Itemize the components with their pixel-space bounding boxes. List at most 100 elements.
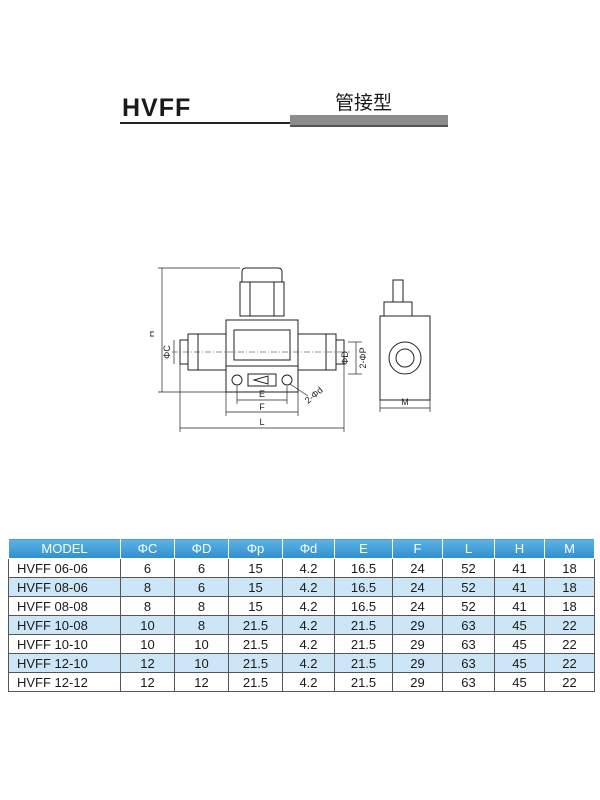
dimension-lines <box>158 267 345 432</box>
spec-cell: 41 <box>494 577 545 597</box>
dim-label-d: ΦD <box>340 351 350 365</box>
model-cell: HVFF 08-06 <box>8 577 121 597</box>
model-cell: HVFF 12-12 <box>8 672 121 692</box>
spec-cell: 21.5 <box>228 672 283 692</box>
spec-cell: 52 <box>442 558 495 578</box>
column-header: MODEL <box>8 538 121 559</box>
spec-cell: 18 <box>544 577 595 597</box>
spec-cell: 29 <box>392 615 443 635</box>
spec-cell: 45 <box>494 634 545 654</box>
spec-cell: 22 <box>544 653 595 673</box>
spec-cell: 22 <box>544 672 595 692</box>
spec-cell: 10 <box>120 615 175 635</box>
side-view <box>348 279 431 412</box>
spec-cell: 18 <box>544 558 595 578</box>
spec-cell: 8 <box>174 615 229 635</box>
dimension-labels: H ΦC ΦD 2-ΦP 2-Φd E F L M <box>150 331 409 427</box>
column-header: ΦD <box>174 538 229 559</box>
spec-cell: 63 <box>442 672 495 692</box>
dim-label-d-holes: 2-Φd <box>303 385 325 406</box>
column-header: Φd <box>282 538 335 559</box>
dim-label-l: L <box>259 417 264 427</box>
front-view <box>172 267 350 393</box>
spec-cell: 4.2 <box>282 558 335 578</box>
spec-cell: 63 <box>442 615 495 635</box>
spec-cell: 8 <box>174 596 229 616</box>
spec-cell: 24 <box>392 558 443 578</box>
spec-cell: 52 <box>442 577 495 597</box>
spec-cell: 45 <box>494 653 545 673</box>
spec-cell: 29 <box>392 634 443 654</box>
spec-cell: 45 <box>494 615 545 635</box>
model-cell: HVFF 06-06 <box>8 558 121 578</box>
type-label: 管接型 <box>335 92 393 114</box>
spec-cell: 16.5 <box>334 596 393 616</box>
column-header: H <box>494 538 545 559</box>
spec-cell: 22 <box>544 615 595 635</box>
column-header: L <box>442 538 495 559</box>
spec-cell: 8 <box>120 596 175 616</box>
column-header: M <box>544 538 595 559</box>
spec-cell: 4.2 <box>282 634 335 654</box>
valve-technical-drawing: H ΦC ΦD 2-ΦP 2-Φd E F L M <box>150 267 431 432</box>
spec-cell: 16.5 <box>334 577 393 597</box>
spec-cell: 4.2 <box>282 615 335 635</box>
spec-cell: 10 <box>174 634 229 654</box>
spec-cell: 24 <box>392 596 443 616</box>
model-cell: HVFF 10-10 <box>8 634 121 654</box>
dim-label-m: M <box>401 397 409 407</box>
spec-cell: 63 <box>442 653 495 673</box>
spec-cell: 63 <box>442 634 495 654</box>
spec-cell: 12 <box>120 672 175 692</box>
model-cell: HVFF 12-10 <box>8 653 121 673</box>
column-header: ΦC <box>120 538 175 559</box>
spec-cell: 15 <box>228 558 283 578</box>
spec-cell: 52 <box>442 596 495 616</box>
spec-cell: 29 <box>392 672 443 692</box>
model-title: HVFF <box>122 94 192 122</box>
spec-cell: 21.5 <box>334 634 393 654</box>
dim-label-c: ΦC <box>162 345 172 359</box>
spec-cell: 6 <box>174 577 229 597</box>
header-rule <box>120 122 290 124</box>
spec-cell: 21.5 <box>334 615 393 635</box>
spec-cell: 15 <box>228 577 283 597</box>
model-cell: HVFF 10-08 <box>8 615 121 635</box>
spec-cell: 21.5 <box>334 672 393 692</box>
spec-cell: 21.5 <box>228 615 283 635</box>
dim-label-f: F <box>259 402 265 412</box>
spec-cell: 41 <box>494 596 545 616</box>
spec-cell: 29 <box>392 653 443 673</box>
spec-cell: 10 <box>120 634 175 654</box>
spec-cell: 12 <box>120 653 175 673</box>
spec-cell: 8 <box>120 577 175 597</box>
column-header: E <box>334 538 393 559</box>
spec-cell: 41 <box>494 558 545 578</box>
spec-cell: 45 <box>494 672 545 692</box>
column-header: Φp <box>228 538 283 559</box>
dim-label-p: 2-ΦP <box>358 347 368 368</box>
spec-cell: 21.5 <box>228 634 283 654</box>
dim-label-h: H <box>150 331 156 338</box>
spec-cell: 12 <box>174 672 229 692</box>
spec-cell: 21.5 <box>228 653 283 673</box>
spec-cell: 4.2 <box>282 653 335 673</box>
spec-cell: 16.5 <box>334 558 393 578</box>
spec-cell: 10 <box>174 653 229 673</box>
spec-cell: 24 <box>392 577 443 597</box>
spec-cell: 4.2 <box>282 577 335 597</box>
column-header: F <box>392 538 443 559</box>
spec-cell: 6 <box>120 558 175 578</box>
spec-cell: 22 <box>544 634 595 654</box>
spec-cell: 21.5 <box>334 653 393 673</box>
